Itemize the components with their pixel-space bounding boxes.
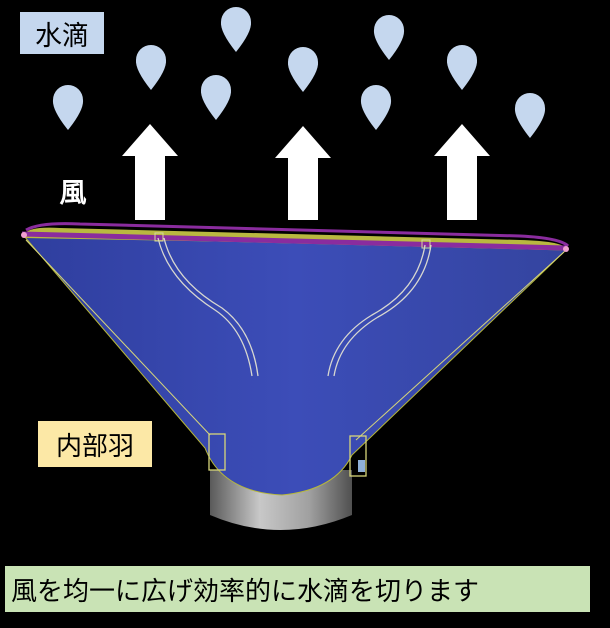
up-arrow-icon [434, 124, 490, 220]
droplets-label: 水滴 [20, 12, 104, 54]
rim-bolt-left [21, 232, 27, 238]
wind-label: 風 [59, 177, 87, 209]
water-droplet-icon [373, 15, 405, 60]
water-droplets [52, 7, 546, 138]
water-droplet-icon [220, 7, 252, 53]
rim-outer [21, 231, 567, 251]
up-arrow-icon [275, 126, 331, 220]
water-droplet-icon [200, 75, 232, 120]
bracket-right-clip [358, 460, 365, 472]
inner-vane-label: 内部羽 [38, 421, 152, 467]
cone-body [22, 235, 568, 496]
inner-vane-right [327, 244, 432, 377]
inner-vane-right-mount [421, 239, 431, 249]
rim-top-edge [25, 222, 570, 248]
cone-edge-left [25, 239, 211, 436]
caption-banner: 風を均一に広げ効率的に水滴を切ります [5, 566, 590, 612]
wind-arrows [122, 124, 490, 220]
cone-edge-right [355, 251, 565, 441]
water-droplet-icon [52, 85, 84, 130]
up-arrow-icon [122, 124, 178, 220]
inner-vane-left-mount [154, 232, 164, 242]
water-droplet-icon [287, 47, 319, 92]
bracket-left [208, 433, 226, 471]
rim-bolt-right [563, 246, 569, 252]
water-droplet-icon [514, 93, 546, 138]
bracket-right [349, 435, 367, 477]
water-droplet-icon [360, 85, 392, 130]
water-droplet-icon [135, 45, 167, 90]
water-droplet-icon [446, 45, 478, 90]
inner-vane-left [157, 237, 259, 377]
